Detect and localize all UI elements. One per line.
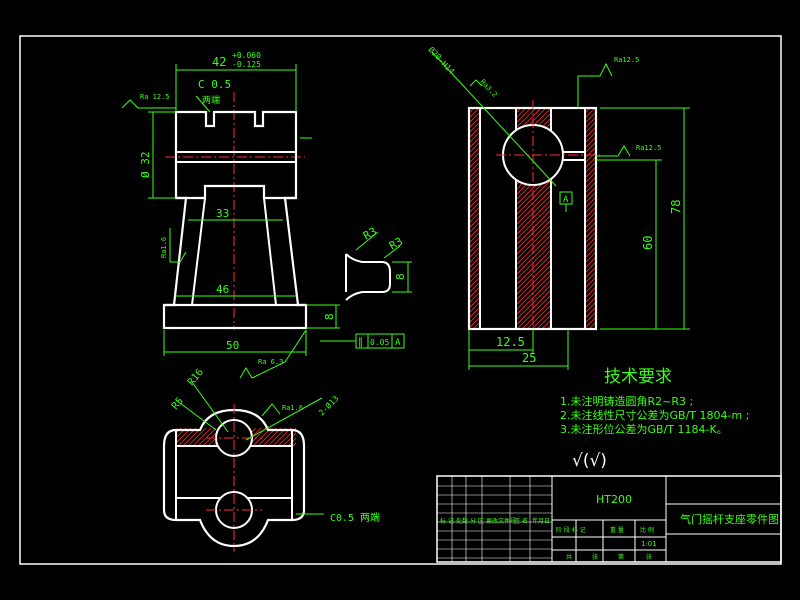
top-both-ends: 两端: [360, 511, 380, 524]
requirement-3: 3.未注形位公差为GB/T 1184-K。: [560, 422, 728, 436]
top-view: [162, 381, 324, 552]
front-chamfer: C 0.5: [198, 78, 231, 91]
requirement-2: 2.未注线性尺寸公差为GB/T 1804-m ;: [560, 408, 749, 422]
tolerance-frame: [320, 333, 405, 349]
front-ra-side: Ra1.6: [160, 237, 168, 258]
front-base-width: 50: [226, 339, 239, 352]
requirement-1: 1.未注明铸造圆角R2~R3 ;: [560, 394, 693, 408]
title-row-label-3: 分 区: [470, 517, 484, 525]
title-part-name: 气门摇杆支座零件图: [680, 512, 779, 526]
detail-r-b: R3: [387, 235, 405, 253]
tolerance-symbol: ∥: [358, 337, 363, 348]
front-both-ends: 两端: [202, 94, 220, 106]
top-chamfer: C0.5: [330, 513, 354, 524]
side-ra-hole: Ra3.2: [479, 78, 499, 99]
side-width-12-5: 12.5: [496, 335, 525, 349]
front-tol-lower: -0.125: [232, 60, 261, 69]
detail-view: [345, 231, 412, 301]
title-ratio-label: 比 例: [640, 526, 654, 534]
side-ra-top: Ra12.5: [614, 56, 639, 64]
title-row-label-5: 签 名: [514, 517, 528, 525]
section-hatch: [469, 108, 480, 329]
front-width-dim: 42: [212, 55, 226, 69]
title-weight-label: 重 量: [610, 526, 624, 534]
drawing-frame: [19, 35, 782, 565]
top-ra: Ra1.6: [282, 404, 303, 412]
side-height-60: 60: [641, 236, 655, 250]
requirements-title: 技术要求: [604, 367, 672, 387]
side-datum: A: [563, 195, 569, 205]
side-height-78: 78: [669, 200, 683, 214]
top-r16: R16: [186, 367, 206, 388]
detail-r-a: R3: [361, 225, 379, 243]
side-hole-spec: Ø20-H14: [427, 45, 457, 77]
detail-height: 8: [394, 273, 407, 280]
front-lower-width: 46: [216, 283, 229, 296]
front-ra-top: Ra 12.5: [140, 93, 170, 101]
front-base-height: 8: [323, 313, 336, 320]
title-row-label-1: 标 记: [440, 517, 454, 525]
title-row-label-2: 处数: [456, 517, 468, 525]
side-ra-right: Ra12.5: [636, 144, 661, 152]
front-tol-upper: +0.060: [232, 51, 261, 60]
front-bore-dia: Ø 32: [139, 152, 152, 179]
title-row-label-4: 更改文件号: [486, 517, 516, 525]
title-sheet-total: 共: [566, 553, 572, 561]
title-sheet-unit-b: 张: [646, 553, 652, 561]
title-block: [436, 475, 782, 563]
title-material: HT200: [596, 493, 632, 506]
side-width-25: 25: [522, 351, 536, 365]
title-sheet-no: 第: [618, 553, 624, 561]
top-r5: R5: [170, 396, 186, 412]
front-view: [121, 64, 340, 379]
tolerance-datum: A: [395, 338, 401, 348]
title-row-label-6: 年月日: [532, 517, 550, 525]
tolerance-value: 0.05: [370, 338, 389, 347]
title-scale: 1:01: [641, 540, 657, 548]
front-ra-base: Ra 6.3: [258, 358, 283, 366]
top-hole: 2-Ø13: [316, 393, 340, 417]
title-stage-label: 阶 段 标 记: [556, 526, 586, 534]
roughness-symbol: √(√): [572, 451, 607, 471]
section-hatch: [585, 108, 596, 329]
title-sheet-unit-a: 张: [592, 553, 598, 561]
side-view: [431, 51, 690, 370]
front-mid-width: 33: [216, 207, 229, 220]
